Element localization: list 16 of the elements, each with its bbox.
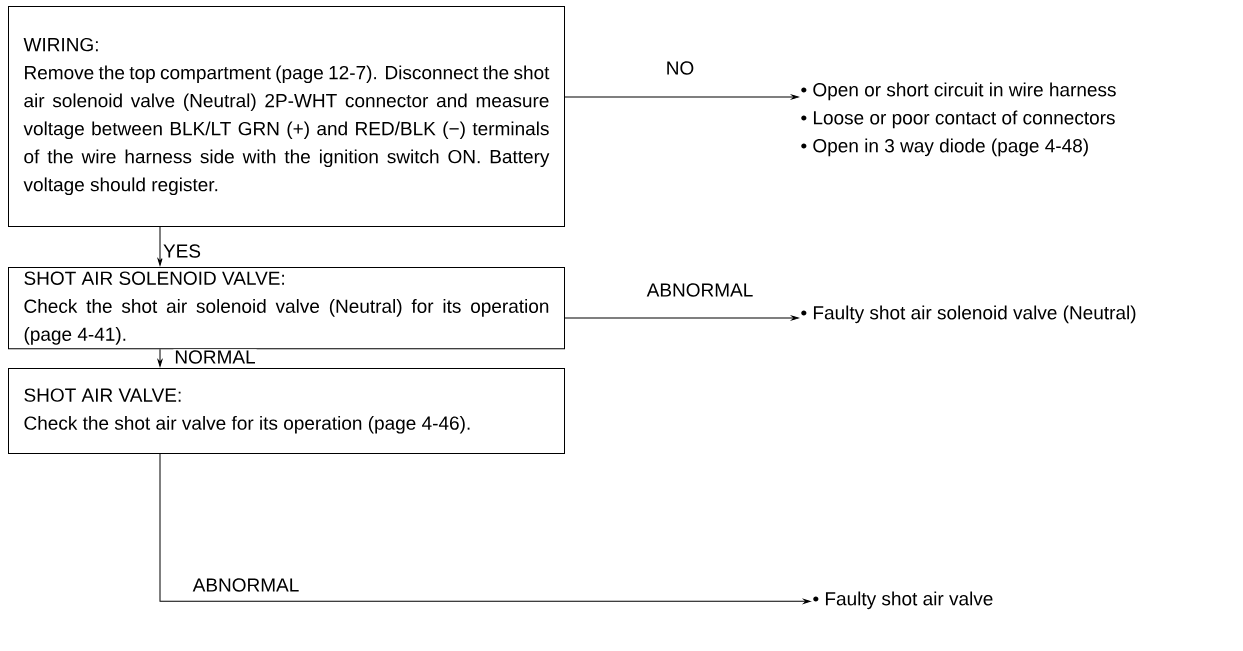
arrow xyxy=(157,348,163,367)
edge-label: NO xyxy=(664,60,696,76)
edge-label: ABNORMAL xyxy=(645,282,755,298)
result-text: • Faulty shot air valve xyxy=(813,591,993,610)
edge-label: NORMAL xyxy=(173,349,257,365)
result-text: • Open or short circuit in wire harness • Loose or poor contact of connectors • Open in 3 way diode (page 4-48) xyxy=(801,82,1116,157)
arrow xyxy=(564,315,799,321)
arrow xyxy=(159,453,811,604)
step-box: WIRING: Remove the top compartment (page 12-7). Disconnect the shot air solenoid valve (Neutral) 2P-WHT connector and measure voltage between BLK/LT GRN (+) and RED/BLK (−) terminals of the wire harness side with the ignition switch ON. Battery voltage should register. xyxy=(8,6,565,227)
step-box: SHOT AIR SOLENOID VALVE: Check the shot air solenoid valve (Neutral) for its operation (page 4-41). xyxy=(8,267,565,350)
arrow xyxy=(564,94,799,100)
edge-label: YES xyxy=(162,243,202,259)
step-box: SHOT AIR VALVE: Check the shot air valve for its operation (page 4-46). xyxy=(8,368,565,454)
arrow xyxy=(157,226,163,266)
result-text: • Faulty shot air solenoid valve (Neutral) xyxy=(801,305,1136,324)
edge-label: ABNORMAL xyxy=(191,577,301,593)
